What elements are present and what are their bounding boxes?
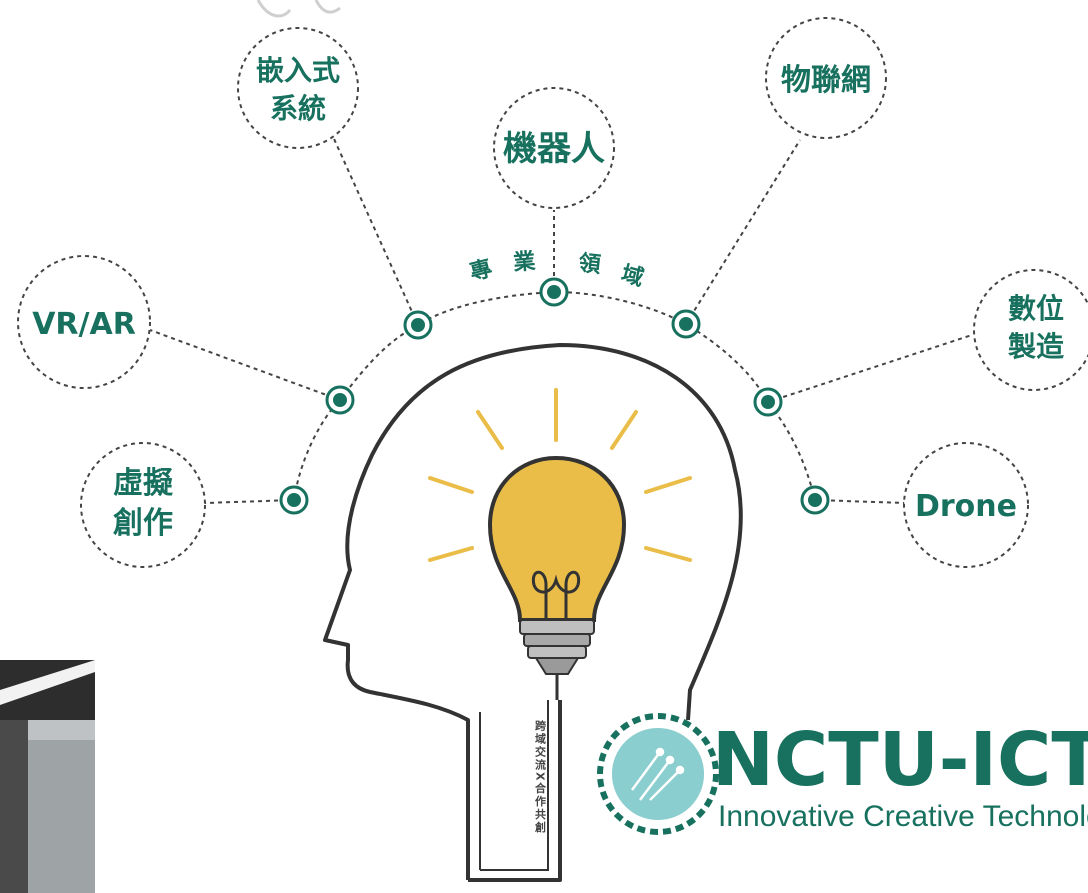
head-outline [323,343,743,880]
photo-fragment [0,660,95,893]
node-label-drone: Drone [915,489,1017,524]
spoke-iot [685,139,801,325]
spoke-drone [814,499,906,504]
node-label-digital-2: 製造 [1008,330,1064,363]
node-label-robot: 機器人 [503,129,605,169]
spoke-vrar [149,329,341,401]
node-label-virtual-1: 虛擬 [113,466,173,501]
logo-title: NCTU-ICT [712,717,1088,803]
bulb-base [519,619,595,675]
node-label-iot: 物聯網 [781,63,871,98]
hub-dot-vrar [325,385,355,415]
node-circle-embedded [237,27,359,149]
arc-label-char-1: 專 [467,255,495,286]
hub-dots [279,277,830,515]
node-label-virtual-2: 創作 [113,506,173,541]
node-circles [17,17,1088,568]
node-circle-vrar [17,255,151,389]
hub-dot-digital [753,387,783,417]
node-label-digital-1: 數位 [1008,292,1064,325]
logo-emblem [597,713,719,835]
hub-dot-iot [671,309,701,339]
node-circle-drone [903,442,1029,568]
neck-vertical-text: 跨域交流X合作共創 [534,719,548,835]
head-neck [468,700,562,882]
head-inner [479,700,549,871]
hub-dot-robot [539,277,569,307]
spoke-embedded [329,129,419,326]
top-decoration [256,0,341,18]
node-circle-virtual [80,442,206,568]
spoke-digital [767,334,973,403]
bulb-glass [487,455,627,622]
spokes [149,129,973,504]
node-label-embedded-2: 系統 [270,92,326,125]
node-label-vrar: VR/AR [32,307,136,342]
hub-dot-drone [800,485,830,515]
node-circle-digital [973,269,1088,391]
bulb-rays [428,388,692,562]
spoke-virtual [204,499,295,504]
bulb-filament [531,570,581,620]
arc-label-char-4: 域 [618,261,646,292]
arc-label-char-3: 領 [577,250,603,278]
node-label-embedded-1: 嵌入式 [256,54,340,87]
arc-label-char-2: 業 [512,249,537,276]
node-circle-iot [765,17,887,139]
hub-dot-virtual [279,485,309,515]
hub-dot-embedded [403,310,433,340]
node-circle-robot [493,87,615,209]
logo-subtitle: Innovative Creative Technology [718,800,1088,833]
